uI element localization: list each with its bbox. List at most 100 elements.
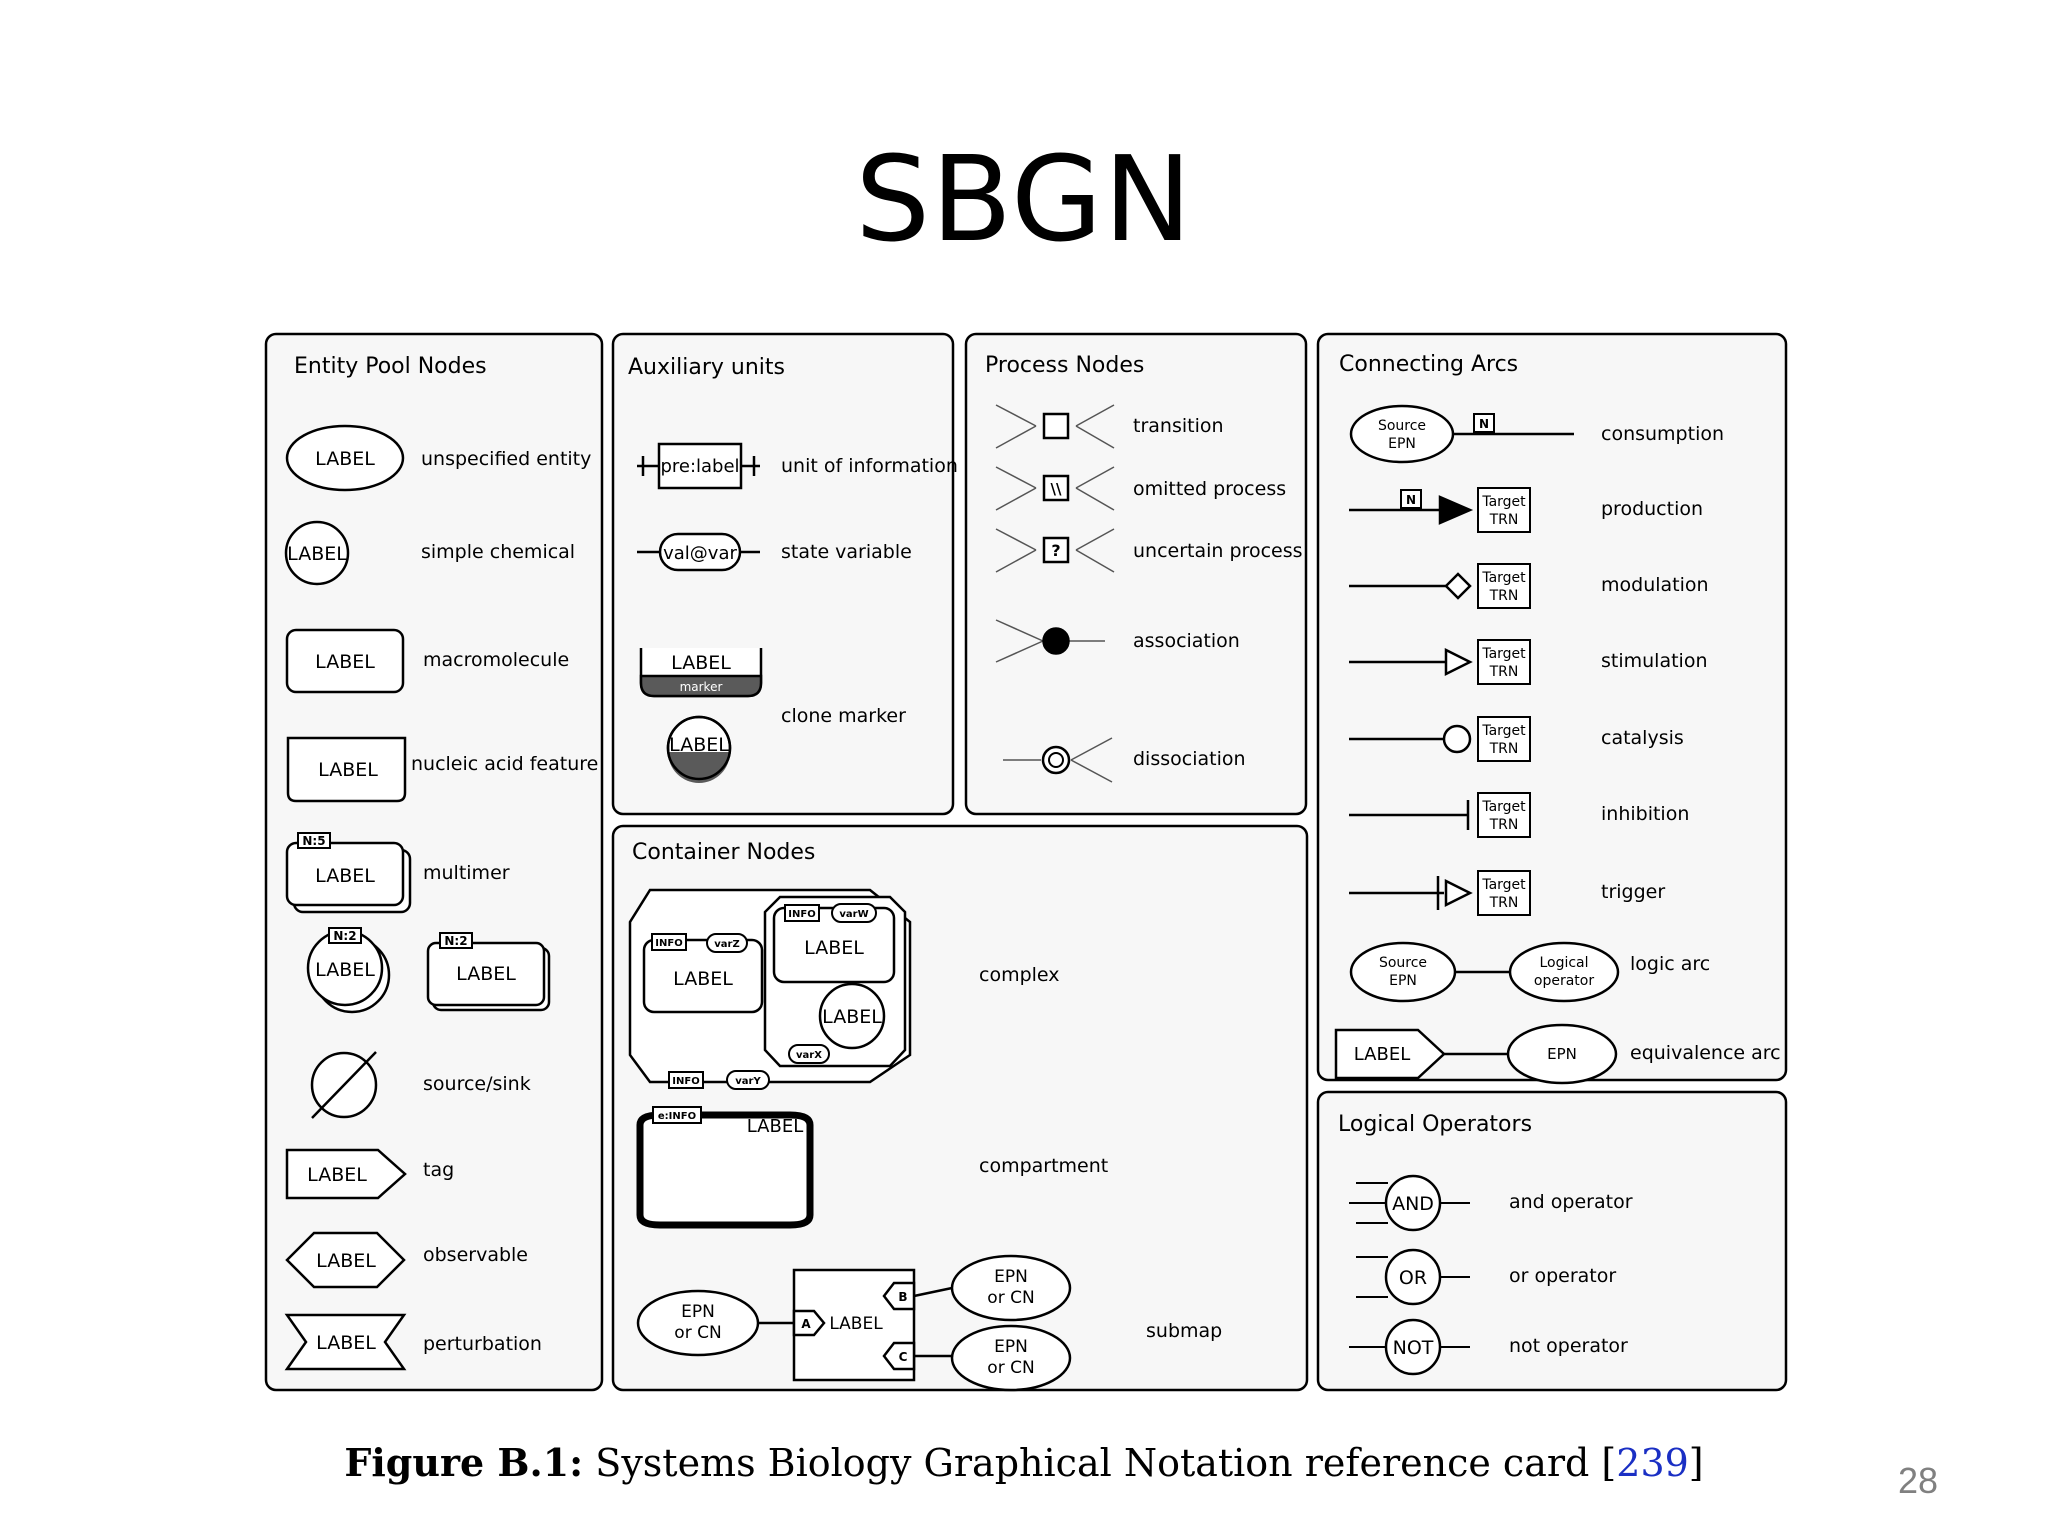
not-operator-symbol: NOT	[1393, 1337, 1434, 1359]
compartment-text: compartment	[979, 1155, 1108, 1177]
perturbation-label: LABEL	[316, 1332, 376, 1354]
unspecified-entity-text: unspecified entity	[421, 448, 591, 470]
slide-title: SBGN	[855, 130, 1193, 268]
stimulation-text: stimulation	[1601, 650, 1708, 672]
process-heading: Process Nodes	[985, 353, 1144, 378]
chemical-multimer-label: LABEL	[315, 959, 375, 981]
complex-vary: varY	[735, 1076, 761, 1087]
source-sink-text: source/sink	[423, 1073, 531, 1095]
complex-varw: varW	[839, 909, 868, 920]
submap-bottom-epn-line1: EPN	[994, 1337, 1028, 1357]
submap-bottom-epn-line2: or CN	[987, 1358, 1034, 1378]
modulation-target-line1: Target	[1481, 570, 1526, 586]
omitted-process-symbol: \\	[1051, 480, 1062, 498]
process-panel	[964, 332, 1308, 816]
logic-arc-text: logic arc	[1630, 953, 1710, 975]
not-operator-glyph: NOT	[1349, 1318, 1470, 1376]
tag-label: LABEL	[307, 1164, 367, 1186]
submap-top-epn-line2: or CN	[987, 1288, 1034, 1308]
submap-top-epn-line1: EPN	[994, 1267, 1028, 1287]
complex-info-tag-2: INFO	[788, 909, 815, 920]
stimulation-target-line1: Target	[1481, 646, 1526, 662]
logical-panel	[1316, 1090, 1788, 1392]
modulation-text: modulation	[1601, 574, 1709, 596]
source-epn-line2: EPN	[1388, 436, 1416, 452]
unit-of-information-text: unit of information	[781, 455, 958, 477]
complex-left-label: LABEL	[673, 968, 733, 990]
macromolecule-label: LABEL	[315, 651, 375, 673]
source-sink-glyph	[310, 1051, 378, 1119]
complex-info-tag-1: INFO	[655, 938, 682, 949]
logic-arc-operator-line1: Logical	[1539, 955, 1588, 971]
observable-text: observable	[423, 1244, 528, 1266]
clone-marker-chemical-label: LABEL	[669, 734, 729, 756]
catalysis-target-line2: TRN	[1489, 741, 1519, 757]
complex-text: complex	[979, 964, 1060, 986]
submap-left-epn-line2: or CN	[674, 1323, 721, 1343]
consumption-text: consumption	[1601, 423, 1724, 445]
figure-caption: Figure B.1: Systems Biology Graphical No…	[0, 1440, 2048, 1485]
caption-reference-link[interactable]: 239	[1616, 1441, 1689, 1485]
simple-chemical-text: simple chemical	[421, 541, 575, 563]
equivalence-arc: LABEL EPN	[1334, 1023, 1618, 1085]
logic-arc-operator-line2: operator	[1534, 973, 1594, 989]
macromolecule-text: macromolecule	[423, 649, 569, 671]
simple-chemical-label: LABEL	[287, 543, 347, 565]
and-operator-glyph: AND	[1349, 1174, 1470, 1232]
complex-varx: varX	[796, 1050, 822, 1061]
figure-label: Figure B.1:	[344, 1440, 584, 1485]
entity-pool-heading: Entity Pool Nodes	[294, 354, 487, 379]
inhibition-target-line2: TRN	[1489, 817, 1519, 833]
clone-marker-text: clone marker	[781, 705, 906, 727]
trigger-text: trigger	[1601, 881, 1665, 903]
chemical-multimer-count: N:2	[333, 929, 356, 943]
tag-text: tag	[423, 1159, 454, 1181]
trigger-target-line2: TRN	[1489, 895, 1519, 911]
or-operator-text: or operator	[1509, 1265, 1616, 1287]
transition-glyph	[995, 404, 1115, 449]
state-variable-text: state variable	[781, 541, 912, 563]
compartment-glyph: e:INFO LABEL	[636, 1106, 814, 1229]
omitted-process-glyph: \\	[995, 466, 1115, 511]
clone-marker-marker-text: marker	[680, 680, 723, 694]
inhibition-target-line1: Target	[1481, 799, 1526, 815]
catalysis-target-line1: Target	[1481, 723, 1526, 739]
container-heading: Container Nodes	[632, 840, 815, 865]
state-variable-glyph: val@var	[637, 532, 760, 572]
modulation-arc: Target TRN	[1349, 563, 1531, 609]
submap-text: submap	[1146, 1320, 1222, 1342]
transition-text: transition	[1133, 415, 1224, 437]
multimer-glyph: N:5 LABEL	[285, 832, 412, 914]
uncertain-process-symbol: ?	[1051, 541, 1060, 560]
clone-marker-chemical-glyph: LABEL	[666, 715, 732, 783]
compartment-info-tag: e:INFO	[658, 1111, 696, 1122]
and-operator-symbol: AND	[1392, 1193, 1434, 1215]
association-text: association	[1133, 630, 1240, 652]
clone-marker-macromolecule-glyph: LABEL marker	[639, 648, 763, 698]
unit-of-information-label: pre:label	[660, 456, 739, 477]
nucleic-acid-feature-label: LABEL	[318, 759, 378, 781]
omitted-process-text: omitted process	[1133, 478, 1286, 500]
uncertain-process-glyph: ?	[995, 528, 1115, 573]
source-epn-line1: Source	[1378, 418, 1426, 434]
complex-glyph: INFO varZ LABEL INFO varW LABEL LABEL va…	[628, 888, 912, 1090]
submap-glyph: EPN or CN A LABEL B C EPN or CN EPN or C…	[636, 1254, 1072, 1392]
chemical-multimer-glyph: N:2 LABEL	[306, 927, 391, 1014]
nucleic-acid-feature-glyph: LABEL	[286, 736, 407, 803]
caption-text: Systems Biology Graphical Notation refer…	[583, 1441, 1617, 1485]
production-text: production	[1601, 498, 1703, 520]
production-target-line2: TRN	[1489, 512, 1519, 528]
unspecified-entity-glyph: LABEL	[285, 424, 405, 492]
entity-pool-panel	[264, 332, 604, 1392]
macromolecule-multimer-label: LABEL	[456, 963, 516, 985]
auxiliary-heading: Auxiliary units	[628, 355, 785, 380]
stimulation-target-line2: TRN	[1489, 664, 1519, 680]
complex-varz: varZ	[714, 939, 739, 950]
compartment-label: LABEL	[747, 1116, 804, 1137]
submap-left-epn-line1: EPN	[681, 1302, 715, 1322]
production-arc: N Target TRN	[1349, 487, 1531, 533]
equivalence-arc-text: equivalence arc	[1630, 1042, 1781, 1064]
dissociation-glyph	[1003, 737, 1113, 783]
not-operator-text: not operator	[1509, 1335, 1628, 1357]
multimer-count: N:5	[302, 834, 325, 848]
